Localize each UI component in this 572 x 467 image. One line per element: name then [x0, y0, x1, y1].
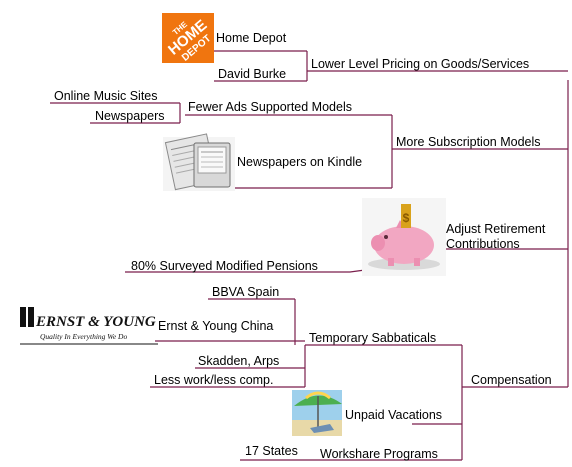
svg-text:ERNST & YOUNG: ERNST & YOUNG: [35, 314, 156, 330]
ernst-young-logo: ERNST & YOUNG Quality In Everything We D…: [20, 307, 158, 345]
node-unpaid-vacations[interactable]: Unpaid Vacations: [345, 408, 442, 422]
node-17-states[interactable]: 17 States: [245, 444, 298, 458]
svg-text:Quality In Everything We Do: Quality In Everything We Do: [40, 332, 127, 341]
node-more-subscription-models[interactable]: More Subscription Models: [396, 135, 541, 149]
node-less-work-less-comp[interactable]: Less work/less comp.: [154, 373, 273, 387]
node-fewer-ads-models[interactable]: Fewer Ads Supported Models: [188, 100, 352, 114]
kindle-newspaper-image: [163, 133, 235, 191]
home-depot-logo: THE HOME DEPOT: [162, 13, 214, 64]
node-compensation[interactable]: Compensation: [471, 373, 552, 387]
node-bbva-spain[interactable]: BBVA Spain: [212, 285, 279, 299]
svg-text:$: $: [403, 211, 410, 225]
node-newspapers-on-kindle[interactable]: Newspapers on Kindle: [237, 155, 362, 169]
node-adjust-retirement-line1[interactable]: Adjust Retirement: [446, 222, 546, 236]
node-adjust-retirement-line2[interactable]: Contributions: [446, 237, 520, 251]
node-ernst-young-china[interactable]: Ernst & Young China: [158, 319, 273, 333]
node-lower-level-pricing[interactable]: Lower Level Pricing on Goods/Services: [311, 57, 529, 71]
node-newspapers[interactable]: Newspapers: [95, 109, 164, 123]
node-home-depot[interactable]: Home Depot: [216, 31, 287, 45]
node-temporary-sabbaticals[interactable]: Temporary Sabbaticals: [309, 331, 436, 345]
node-online-music-sites[interactable]: Online Music Sites: [54, 89, 158, 103]
beach-umbrella-image: [292, 390, 342, 436]
connector-pensions: [125, 269, 366, 273]
node-workshare-programs[interactable]: Workshare Programs: [320, 447, 438, 461]
node-labels: Home Depot Lower Level Pricing on Goods/…: [54, 31, 552, 461]
node-david-burke[interactable]: David Burke: [218, 67, 286, 81]
node-80-percent-pensions[interactable]: 80% Surveyed Modified Pensions: [131, 259, 318, 273]
connector-lines: [50, 50, 569, 461]
piggy-bank-image: $: [362, 198, 446, 276]
node-skadden-arps[interactable]: Skadden, Arps: [198, 354, 279, 368]
